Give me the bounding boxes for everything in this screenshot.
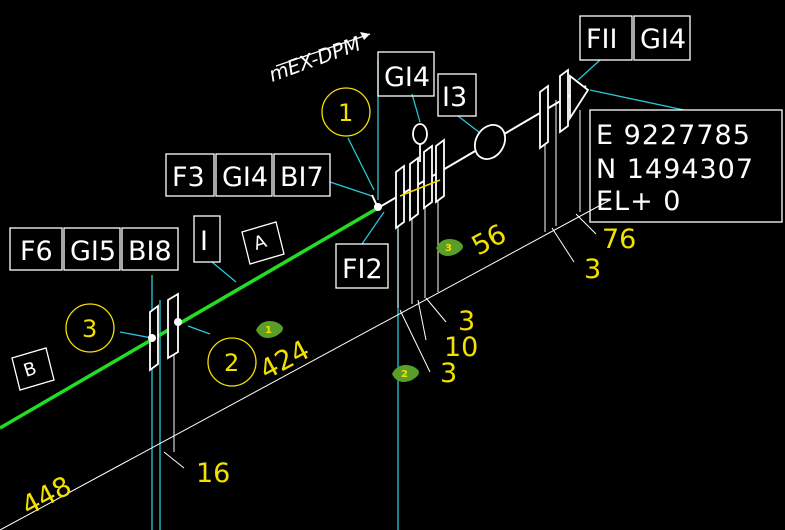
leader-line — [211, 261, 237, 283]
dimension-10: 10 — [444, 332, 478, 363]
marker-label-1: 1 — [265, 325, 272, 336]
coord-elevation: EL+ 0 — [596, 186, 682, 217]
reducer-symbol — [569, 74, 590, 122]
leader-line — [551, 227, 575, 263]
dimension-424: 424 — [255, 335, 315, 387]
leader-line — [417, 299, 427, 341]
leader-line — [361, 211, 385, 245]
leader-line — [187, 325, 211, 335]
tag-f3[interactable]: F3 — [172, 162, 205, 193]
valve-handwheel-icon — [412, 123, 428, 145]
flange-symbol — [559, 68, 569, 134]
leader-line — [347, 137, 375, 191]
diamond-label-a: A — [251, 231, 270, 255]
tag-i[interactable]: I — [200, 226, 208, 257]
flange-symbol — [409, 156, 419, 222]
tag-gi4-end[interactable]: GI4 — [640, 24, 686, 55]
bubble-label-2: 2 — [224, 349, 239, 377]
tag-gi5[interactable]: GI5 — [70, 236, 116, 267]
leader-line — [119, 331, 153, 339]
tag-bi8[interactable]: BI8 — [128, 236, 172, 267]
marker-label-3: 3 — [445, 243, 452, 254]
callout-bubble — [207, 337, 257, 387]
instrument-symbol — [474, 124, 506, 160]
tag-f11[interactable]: FII — [586, 24, 617, 55]
leader-line — [163, 451, 185, 469]
tag-boxes — [9, 15, 783, 289]
dimension-16: 16 — [196, 458, 230, 489]
weld-mark — [399, 179, 441, 197]
fittings — [149, 68, 590, 372]
tag-gi4-valve[interactable]: GI4 — [384, 62, 430, 93]
leader-line — [589, 89, 685, 111]
tag-gi4[interactable]: GI4 — [222, 162, 268, 193]
diamond-label-b: B — [21, 358, 39, 382]
marker-leaf-icon — [436, 239, 463, 256]
dimension-56: 56 — [467, 219, 512, 263]
leader-line — [399, 309, 431, 373]
pipe-segment[interactable] — [0, 206, 379, 430]
callout-bubble — [65, 303, 115, 353]
marker-leaf-icon — [392, 365, 419, 382]
dimension-line — [0, 199, 611, 530]
flow-arrow: mEX-DPM — [266, 31, 371, 87]
leader-line — [577, 59, 601, 81]
line-diamond-b — [11, 347, 55, 391]
coord-northing: N 1494307 — [596, 154, 754, 185]
coord-easting: E 9227785 — [596, 120, 751, 151]
leader-line — [425, 297, 447, 323]
tag-i3[interactable]: I3 — [442, 82, 467, 113]
flange-symbol — [167, 292, 179, 360]
leader-line — [575, 213, 597, 235]
tag-f12[interactable]: FI2 — [342, 254, 383, 285]
marker-leaf-icon — [256, 321, 283, 338]
connection-points — [148, 203, 382, 342]
leader-line — [329, 181, 373, 197]
bubble-label-3: 3 — [82, 315, 97, 343]
marker-label-2: 2 — [401, 369, 408, 380]
tag-bi7[interactable]: BI7 — [280, 162, 324, 193]
flow-label: mEX-DPM — [266, 31, 364, 86]
dimension-3-right: 3 — [584, 254, 601, 285]
flange-symbol — [539, 84, 549, 150]
tag-f6[interactable]: F6 — [20, 236, 53, 267]
flange-symbol — [395, 164, 405, 230]
leader-line — [411, 93, 421, 123]
callout-bubble — [321, 87, 371, 137]
bubble-label-1: 1 — [338, 99, 353, 127]
dimension-76: 76 — [602, 224, 636, 255]
dimension-3-top: 3 — [458, 306, 475, 337]
dimension-448: 448 — [17, 471, 77, 523]
flange-symbol — [435, 138, 445, 204]
line-diamond-a — [241, 221, 285, 265]
dimension-3-bottom: 3 — [440, 358, 457, 389]
flange-symbol — [423, 144, 433, 210]
